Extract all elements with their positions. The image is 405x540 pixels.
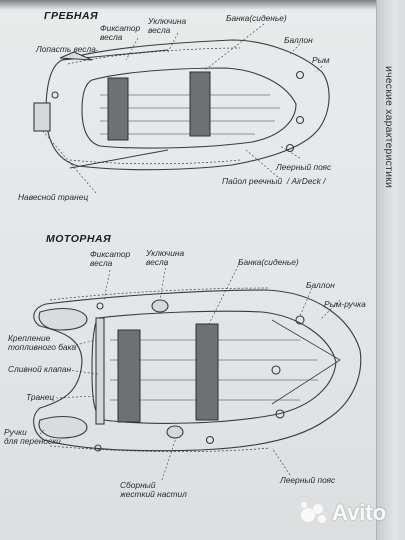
rowing-label-fiksator: Фиксатор весла (100, 23, 141, 42)
side-page (376, 0, 405, 540)
motor-label-ballon: Баллон (306, 280, 335, 290)
motor-label-rym: Рым-ручка (324, 299, 366, 309)
motor-title: МОТОРНАЯ (46, 233, 112, 245)
motor-seats (117, 323, 219, 423)
rowing-label-transom: Навесной транец (18, 192, 89, 202)
rowing-title: ГРЕБНАЯ (44, 10, 99, 22)
top-shadow (0, 0, 405, 10)
motor-label-ukluchina: Уключина весла (146, 248, 185, 267)
motor-label-nastil: Сборный жесткий настил (120, 480, 187, 499)
motor-label-transom: Транец (26, 392, 55, 402)
side-page-text: ические характеристики (383, 66, 395, 189)
motor-label-banka: Банка(сиденье) (238, 257, 299, 267)
avito-logo-icon (301, 502, 326, 523)
motor-label-kreplenie: Крепление топливного бака (8, 333, 77, 352)
motor-label-leer: Леерный пояс (280, 475, 336, 485)
rowing-label-lopast: Лопасть весла (36, 44, 96, 54)
avito-watermark-text: Avito (332, 500, 387, 525)
rowing-label-banka: Банка(сиденье) (226, 13, 287, 23)
motor-label-ruchki: Ручки для переноски (4, 427, 61, 446)
rowing-seats (107, 71, 211, 141)
rowing-label-rym: Рым (312, 55, 330, 65)
rowing-label-leer: Леерный пояс (276, 162, 332, 172)
rowing-boat-drawing (33, 39, 330, 171)
rowing-label-ballon: Баллон (284, 35, 313, 45)
motor-leader-lines (39, 261, 341, 481)
motor-label-klapan: Сливной клапан (8, 364, 72, 374)
rowing-leader-lines (41, 23, 323, 194)
avito-watermark: Avito (300, 500, 386, 526)
rowing-label-payol: Пайол реечный / AirDeck / (222, 176, 326, 186)
rowing-label-ukluchina: Уключина весла (148, 16, 187, 35)
motor-label-fiksator: Фиксатор весла (90, 249, 131, 268)
